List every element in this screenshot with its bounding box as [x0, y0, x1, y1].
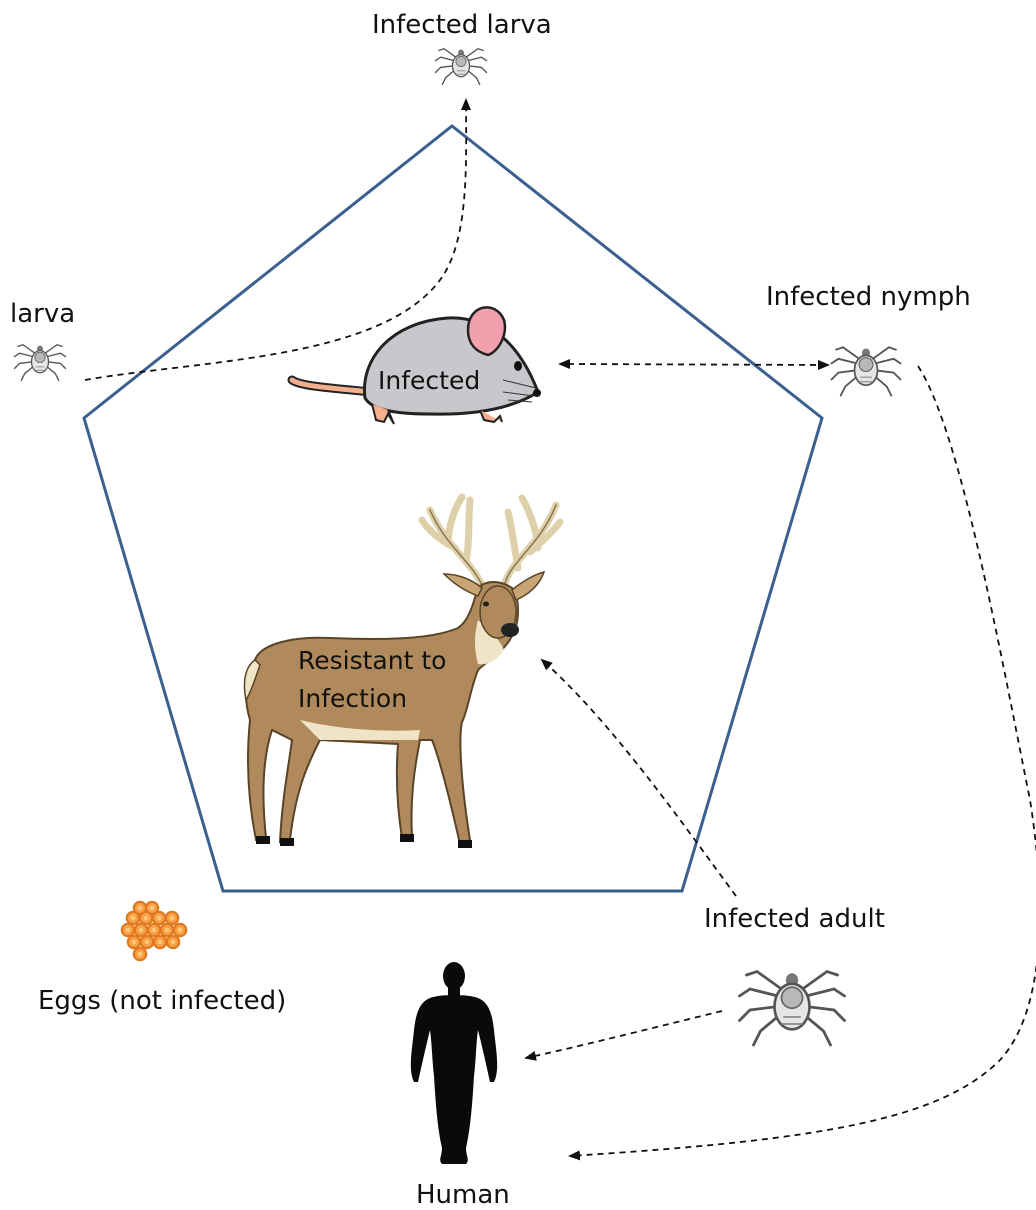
infected-nymph-label: Infected nymph — [766, 282, 971, 312]
deer-label-line1: Resistant to — [298, 644, 446, 678]
human-label: Human — [416, 1180, 510, 1210]
infected-adult-tick-icon — [740, 972, 845, 1046]
larva-tick-icon — [14, 345, 65, 381]
arrow-adult-to-deer — [542, 660, 736, 896]
arrow-adult-to-human — [526, 1011, 722, 1058]
infected-larva-label: Infected larva — [372, 10, 552, 40]
arrow-mouse-nymph — [568, 364, 828, 365]
infected-adult-label: Infected adult — [704, 904, 885, 934]
infected-mouse-label: Infected — [378, 364, 480, 398]
eggs-label: Eggs (not infected) — [38, 986, 286, 1016]
deer-label-line2: Infection — [298, 682, 407, 716]
infected-nymph-tick-icon — [832, 347, 901, 395]
eggs-icon — [122, 902, 186, 960]
infected-larva-tick-icon — [436, 49, 487, 85]
human-silhouette-icon — [411, 962, 497, 1164]
larva-label: larva — [10, 299, 75, 329]
